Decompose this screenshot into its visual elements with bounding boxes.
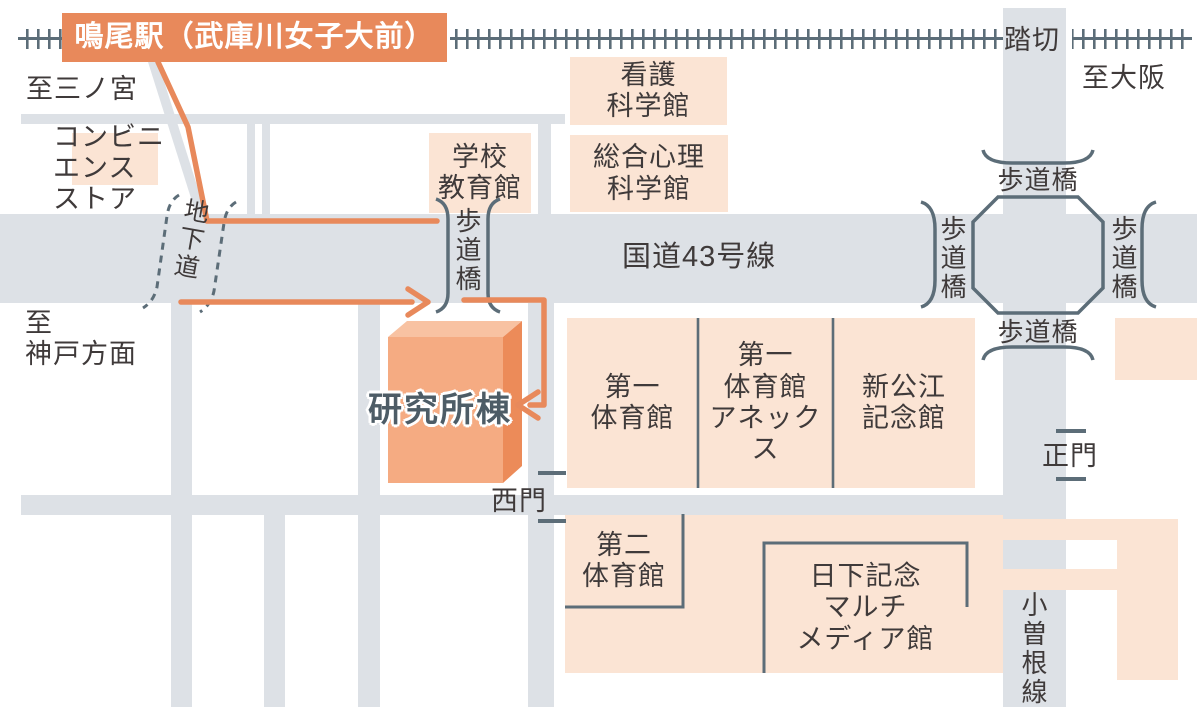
research-building-top-face: [388, 321, 522, 337]
convenience-store-block: [72, 133, 158, 185]
northeast-block: [1115, 318, 1197, 380]
route-bridge-to-building: [461, 297, 547, 408]
vertical-street-a: [171, 303, 192, 707]
vertical-lane-e: [247, 124, 255, 215]
east-campus-arm-lower: [1003, 569, 1117, 590]
research-building-label: 研究所棟: [368, 391, 512, 429]
west-gate-label: 西門: [491, 486, 547, 516]
vertical-street-d: [528, 303, 554, 707]
nursing-science-block: [570, 57, 727, 125]
research-building-side-face: [503, 321, 522, 483]
school-education-label: 学校 教育館: [438, 141, 522, 203]
bridge-arc-north: [981, 149, 1095, 165]
school-bridge-label: 歩道橋: [452, 207, 482, 294]
gym-memorial-block: [567, 318, 975, 488]
main-gate-tick-bottom: [1056, 477, 1086, 481]
vertical-lane-f: [262, 124, 270, 215]
vertical-street-c: [358, 303, 380, 707]
bridge-label-west: 歩道橋: [937, 215, 967, 302]
psychology-science-block: [570, 135, 728, 212]
west-gate-tick-top: [538, 471, 566, 475]
rail-ties-left: [18, 29, 62, 49]
gym2-outline: [565, 514, 685, 609]
bridge-label-east: 歩道橋: [1108, 215, 1138, 302]
east-campus-strip: [1117, 519, 1178, 680]
north-side-street: [21, 114, 565, 124]
convenience-store-label: コンビニ エンス ストア: [53, 122, 165, 214]
nursing-science-label: 看護 科学館: [606, 59, 691, 121]
school-bridge-right-bracket: [486, 197, 501, 314]
ozone-line-road: [1003, 8, 1066, 707]
gym2-label: 第二 体育館: [582, 529, 666, 591]
kusaka-outline: [762, 541, 969, 673]
railroad-crossing-label: 踏切: [1004, 25, 1060, 55]
vertical-lane-g: [538, 124, 551, 215]
naruo-station-label: 鳴尾駅（武庫川女子大前）: [74, 20, 435, 53]
south-campus-block: [565, 515, 1003, 673]
bridge-arc-west: [920, 200, 937, 309]
vertical-street-b: [264, 515, 285, 707]
kusaka-multimedia-label: 日下記念 マルチ メディア館: [796, 561, 935, 654]
rail-ties-mid: [450, 29, 1003, 49]
pedestrian-bridges: [435, 149, 1157, 361]
psychology-science-label: 総合心理 科学館: [593, 142, 705, 204]
shinkoe-memorial-label: 新公江 記念館: [862, 371, 946, 433]
main-gate-tick-top: [1056, 429, 1086, 433]
to-kobe-label: 至 神戸方面: [25, 308, 137, 369]
research-building-3d: [388, 321, 522, 483]
route-arrow-west: [515, 389, 541, 421]
walking-route: [155, 59, 547, 421]
research-building-front-face: [388, 337, 503, 483]
bridge-arc-east: [1140, 200, 1157, 309]
intersection-bridge-octagon: [971, 195, 1105, 315]
to-osaka-label: 至大阪: [1082, 63, 1166, 93]
station-approach-path: [148, 62, 206, 214]
rail-ties-right: [1072, 29, 1192, 49]
bridge-label-south: 歩道橋: [997, 317, 1079, 347]
gates: [538, 429, 1086, 523]
route43-label: 国道43号線: [622, 241, 777, 273]
west-gate-street: [21, 495, 1004, 515]
school-bridge-left-bracket: [435, 197, 450, 314]
gym1-label: 第一 体育館: [590, 371, 675, 433]
bridge-label-north: 歩道橋: [997, 165, 1079, 195]
route-station-to-bridge: [155, 59, 440, 224]
gym1-annex-label: 第一 体育館 アネックス: [709, 340, 822, 465]
roads: [0, 8, 1197, 707]
building-blocks: [72, 57, 1197, 680]
west-gate-tick-bottom: [538, 519, 566, 523]
bridge-arc-south: [981, 345, 1095, 361]
route-arrow-east: [405, 286, 431, 318]
route43-road: [0, 214, 1197, 303]
ozone-line-label: 小曽根線: [1018, 591, 1048, 707]
main-gate-label: 正門: [1042, 441, 1098, 471]
station-box: [62, 13, 447, 62]
to-sannomiya-label: 至三ノ宮: [26, 74, 138, 104]
railway-line: [18, 29, 1192, 49]
school-education-block: [429, 133, 531, 213]
